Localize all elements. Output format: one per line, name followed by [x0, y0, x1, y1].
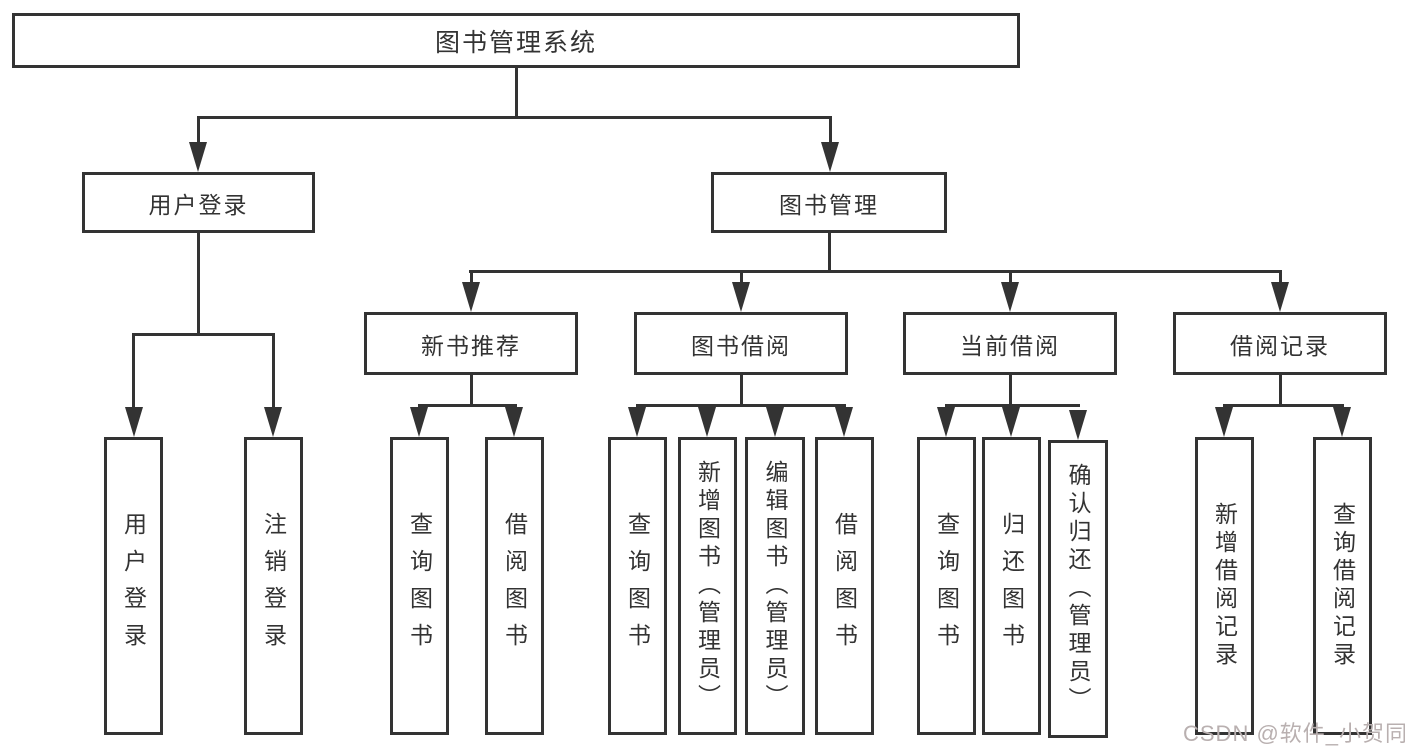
- arrowhead-down: [1069, 410, 1087, 440]
- leaf-label: 新增借阅记录: [1211, 502, 1238, 670]
- arrowhead-down: [410, 407, 428, 437]
- connector-line: [740, 375, 743, 407]
- node-label: 图书借阅: [691, 332, 791, 359]
- arrowhead-down: [1001, 282, 1019, 312]
- leaf-add-borrow-record: 新增借阅记录: [1195, 437, 1254, 735]
- leaf-borrow-books-recommend: 借阅图书: [485, 437, 544, 735]
- arrowhead-down: [125, 407, 143, 437]
- node-book-management: 图书管理: [711, 172, 947, 233]
- connector-line: [418, 404, 517, 407]
- node-library-system: 图书管理系统: [12, 13, 1020, 68]
- leaf-label: 查询图书: [624, 512, 651, 660]
- connector-line: [197, 233, 200, 336]
- connector-line: [740, 270, 743, 286]
- leaf-return-books: 归还图书: [982, 437, 1041, 735]
- arrowhead-down: [505, 407, 523, 437]
- connector-line: [829, 116, 832, 146]
- node-book-borrow: 图书借阅: [634, 312, 848, 375]
- arrowhead-down: [462, 282, 480, 312]
- connector-line: [470, 270, 473, 286]
- leaf-query-books-recommend: 查询图书: [390, 437, 449, 735]
- arrowhead-down: [732, 282, 750, 312]
- arrowhead-down: [835, 407, 853, 437]
- leaf-label: 借阅图书: [501, 512, 528, 660]
- connector-line: [470, 375, 473, 407]
- leaf-label: 用户登录: [120, 512, 147, 660]
- connector-line: [636, 404, 846, 407]
- connector-line: [1009, 270, 1012, 286]
- connector-line: [945, 404, 1080, 407]
- connector-line: [1009, 375, 1012, 407]
- node-label: 图书管理系统: [434, 28, 597, 57]
- leaf-label: 查询图书: [406, 512, 433, 660]
- leaf-label: 注销登录: [260, 512, 287, 660]
- connector-line: [469, 270, 1281, 273]
- connector-line: [828, 233, 831, 273]
- connector-line: [1223, 404, 1344, 407]
- leaf-user-login: 用户登录: [104, 437, 163, 735]
- connector-line: [132, 333, 135, 409]
- leaf-query-borrow-record: 查询借阅记录: [1313, 437, 1372, 735]
- node-new-book-recommend: 新书推荐: [364, 312, 578, 375]
- connector-line: [197, 116, 832, 119]
- node-user-login: 用户登录: [82, 172, 315, 233]
- node-label: 图书管理: [779, 191, 879, 218]
- leaf-label: 查询图书: [933, 512, 960, 660]
- arrowhead-down: [698, 407, 716, 437]
- connector-line: [272, 333, 275, 409]
- leaf-edit-book-admin: 编辑图书（管理员）: [745, 437, 805, 735]
- arrowhead-down: [1215, 407, 1233, 437]
- arrowhead-down: [189, 142, 207, 172]
- leaf-logout: 注销登录: [244, 437, 303, 735]
- node-current-borrow: 当前借阅: [903, 312, 1117, 375]
- node-label: 用户登录: [148, 191, 249, 218]
- leaf-label: 归还图书: [998, 512, 1025, 660]
- arrowhead-down: [264, 407, 282, 437]
- leaf-label: 编辑图书（管理员）: [762, 460, 788, 712]
- arrowhead-down: [937, 407, 955, 437]
- leaf-label: 确认归还（管理员）: [1065, 463, 1091, 715]
- connector-line: [132, 333, 275, 336]
- leaf-label: 查询借阅记录: [1329, 502, 1356, 670]
- watermark: CSDN @软件_小贺同学: [1183, 721, 1405, 746]
- leaf-query-books-borrow: 查询图书: [608, 437, 667, 735]
- node-label: 当前借阅: [960, 332, 1060, 359]
- node-label: 借阅记录: [1230, 332, 1330, 359]
- arrowhead-down: [1333, 407, 1351, 437]
- node-borrow-records: 借阅记录: [1173, 312, 1387, 375]
- arrowhead-down: [821, 142, 839, 172]
- leaf-label: 借阅图书: [831, 512, 858, 660]
- leaf-label: 新增图书（管理员）: [694, 460, 721, 712]
- arrowhead-down: [628, 407, 646, 437]
- leaf-query-books-current: 查询图书: [917, 437, 976, 735]
- connector-line: [1279, 270, 1282, 286]
- connector-line: [197, 116, 200, 146]
- node-label: 新书推荐: [421, 332, 521, 359]
- connector-line: [1279, 375, 1282, 407]
- connector-line: [515, 68, 518, 118]
- leaf-add-book-admin: 新增图书（管理员）: [678, 437, 737, 735]
- arrowhead-down: [1271, 282, 1289, 312]
- arrowhead-down: [1002, 407, 1020, 437]
- leaf-borrow-books: 借阅图书: [815, 437, 874, 735]
- arrowhead-down: [766, 407, 784, 437]
- leaf-confirm-return-admin: 确认归还（管理员）: [1048, 440, 1108, 738]
